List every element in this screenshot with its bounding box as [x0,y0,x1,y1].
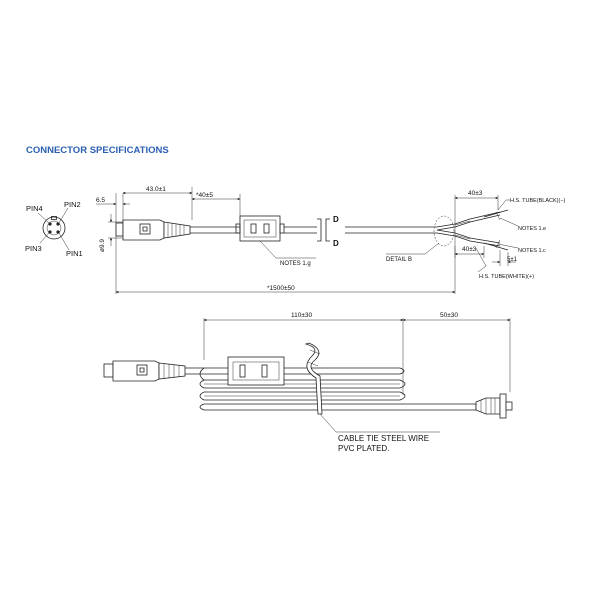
dim-1500: *1500±50 [267,285,295,292]
notes-1g-label: NOTES 1.g [280,261,311,267]
pin2-label: PIN2 [64,200,81,209]
connector-pin-end [115,222,124,237]
cable-coil-loop-3 [199,403,477,411]
detail-b-label: DETAIL B [386,257,412,263]
dim-40: *40±5 [196,192,213,199]
dim-50: 50±30 [440,312,458,319]
dim-40-top: 40±3 [468,190,483,197]
dim-5: 5±1 [507,257,518,263]
notes-1c-label: NOTES 1.c [518,248,546,254]
notes-1e-label: NOTES 1.e [518,226,546,232]
hs-tube-white-label: H.S. TUBE(WHITE)(+) [479,274,534,280]
detail-letter-d-bottom: D [333,239,339,248]
dim-phi: ø9.9 [99,239,106,252]
strain-relief-coiled [158,362,186,380]
bottom-coiled-view: 110±30 50±30 [103,312,513,453]
ferrite-core-coiled [227,356,285,386]
end-plug-flange [499,393,507,419]
connector-body-coiled [112,360,160,382]
detail-letter-d-top: D [333,215,339,224]
dim-43: 43.0±1 [146,186,166,193]
top-cable-view: 6.5 43.0±1 *40±5 ø9.9 [96,186,566,294]
dim-40-bottom: 40±3 [462,246,477,253]
dim-110: 110±30 [291,312,313,319]
cable-tie-note-line2: PVC PLATED. [338,444,389,453]
cable-tie-note-line1: CABLE TIE STEEL WIRE [338,434,429,443]
end-plug-tip [505,401,513,411]
cable-tie [304,342,323,415]
pin3-label: PIN3 [25,244,42,253]
pin-face-view: PIN4 PIN2 PIN3 PIN1 [25,200,83,258]
connector-body [122,219,165,241]
cable-coil-loop-2 [199,391,406,401]
connector-pin-end-coiled [103,363,114,378]
pin4-label: PIN4 [26,204,43,213]
hs-tube-black-label: H.S. TUBE(BLACK)(−) [510,198,566,204]
page-title: CONNECTOR SPECIFICATIONS [26,145,169,156]
end-plug-body [475,397,501,415]
pin1-label: PIN1 [66,249,83,258]
strain-relief [163,221,191,239]
cable-coil-loop-1 [199,379,406,389]
dim-6-5: 6.5 [96,197,105,204]
